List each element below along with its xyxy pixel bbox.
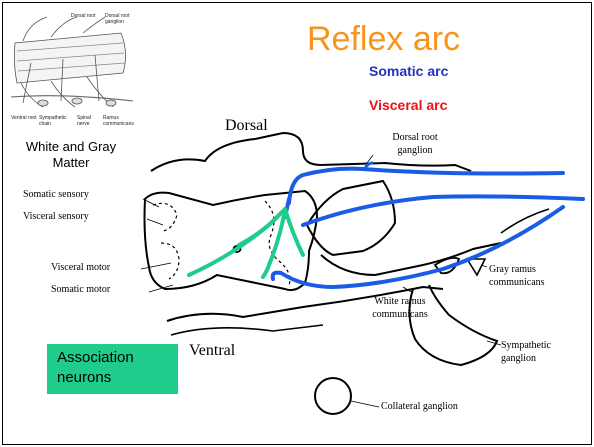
inset-chain-ganglion-3	[106, 100, 116, 106]
label-visceral-motor: Visceral motor	[51, 262, 110, 273]
leader-sympathetic-ganglion	[487, 341, 501, 345]
leader-visceral-motor	[141, 263, 171, 269]
label-ventral: Ventral	[189, 342, 235, 360]
leader-collateral-ganglion	[351, 401, 379, 407]
somatic-sensory-zone	[153, 203, 177, 231]
label-white-ramus: White ramus communicans	[357, 295, 443, 321]
inset-label-dorsal-root-ganglion: Dorsal root ganglion	[105, 13, 141, 25]
label-collateral-ganglion: Collateral ganglion	[381, 401, 458, 412]
legend-visceral-arc: Visceral arc	[369, 97, 447, 113]
inset-cord-outline	[14, 33, 125, 83]
association-neurons-box: Association neurons	[47, 344, 178, 394]
gray-ramus-triangle	[467, 259, 485, 275]
inset-label-ventral-root: Ventral root	[11, 115, 37, 121]
inset-label-spinal-nerve: Spinal nerve	[77, 115, 101, 127]
label-visceral-sensory: Visceral sensory	[23, 211, 89, 222]
inset-illustration	[11, 17, 133, 107]
legend-somatic-arc: Somatic arc	[369, 63, 448, 79]
diagram-title: Reflex arc	[307, 19, 460, 59]
label-somatic-motor: Somatic motor	[51, 284, 110, 295]
association-path-3	[285, 209, 303, 255]
ventral-outline-2	[171, 325, 323, 335]
inset-caption: White and Gray Matter	[9, 139, 133, 171]
label-dorsal-root-ganglion: Dorsal root ganglion	[375, 131, 455, 157]
association-path-4	[239, 213, 281, 245]
label-gray-ramus: Gray ramus communicans	[489, 263, 579, 289]
label-somatic-sensory: Somatic sensory	[23, 189, 89, 200]
visceral-motor-zone	[161, 243, 179, 279]
inset-label-ramus-communicans: Ramus communicans	[103, 115, 135, 127]
association-neuron-paths	[189, 209, 303, 277]
leader-lines	[141, 155, 501, 407]
collateral-ganglion-circle	[315, 378, 351, 414]
inset-label-sympathetic-chain: Sympathetic chain	[39, 115, 71, 127]
label-sympathetic-ganglion: Sympathetic ganglion	[501, 339, 567, 365]
inset-chain-ganglion-2	[72, 98, 82, 104]
leader-visceral-sensory	[147, 219, 163, 225]
label-dorsal: Dorsal	[225, 117, 268, 135]
inset-chain-ganglion-1	[38, 100, 48, 106]
